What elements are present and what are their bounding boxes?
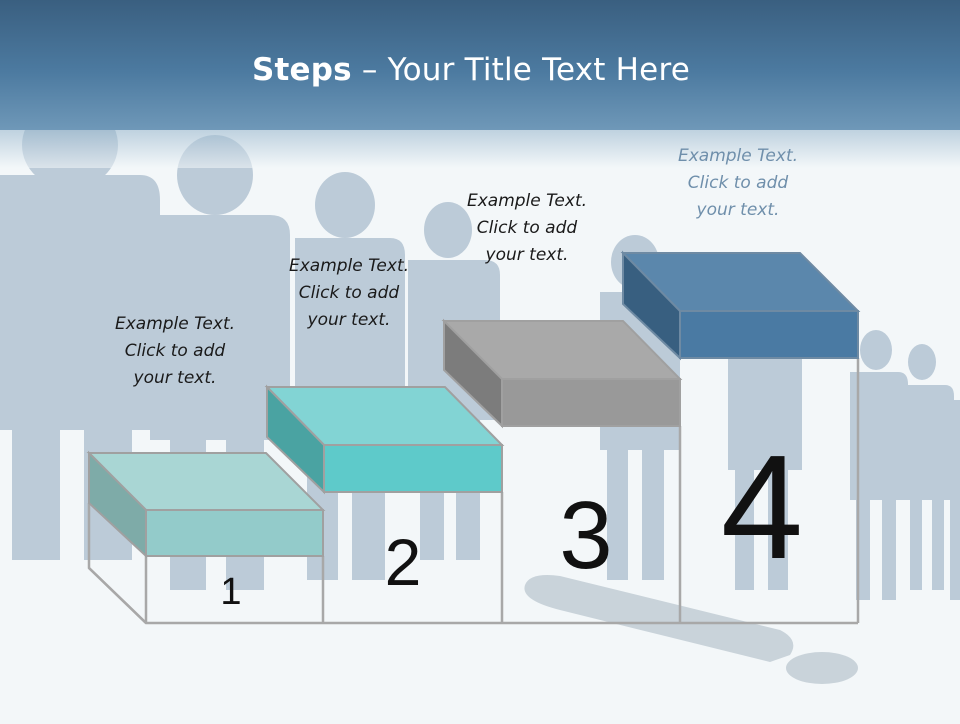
caption-line: your text. <box>696 200 780 220</box>
step-3-number: 3 <box>559 482 612 589</box>
caption-line: Example Text. <box>114 314 236 334</box>
caption-line: Click to add <box>476 218 578 238</box>
steps-frame <box>87 358 860 625</box>
step-4-caption[interactable]: Example Text. Click to add your text. <box>638 143 838 224</box>
step-1-block[interactable] <box>86 450 326 559</box>
step-2-number: 2 <box>385 525 422 599</box>
caption-line: Click to add <box>298 283 400 303</box>
step-1-caption[interactable]: Example Text. Click to add your text. <box>75 311 275 392</box>
step-4-block[interactable] <box>620 250 861 361</box>
step-2-block[interactable] <box>264 384 505 495</box>
caption-line: Example Text. <box>677 146 799 166</box>
caption-line: Example Text. <box>288 256 410 276</box>
caption-line: your text. <box>133 368 217 388</box>
step-1-number: 1 <box>220 571 241 613</box>
slide-title[interactable]: Steps – Your Title Text Here <box>0 52 942 88</box>
step-4-number: 4 <box>721 425 803 590</box>
slide-title-rest: – Your Title Text Here <box>351 52 690 88</box>
step-3-caption[interactable]: Example Text. Click to add your text. <box>427 188 627 269</box>
caption-line: your text. <box>307 310 391 330</box>
slide-title-bold: Steps <box>251 52 352 88</box>
header-band <box>0 0 960 130</box>
floor-shadow <box>524 575 858 684</box>
caption-line: your text. <box>485 245 569 265</box>
caption-line: Click to add <box>124 341 226 361</box>
caption-line: Click to add <box>687 173 789 193</box>
caption-line: Example Text. <box>466 191 588 211</box>
step-3-block[interactable] <box>441 318 683 429</box>
step-2-caption[interactable]: Example Text. Click to add your text. <box>249 253 449 334</box>
